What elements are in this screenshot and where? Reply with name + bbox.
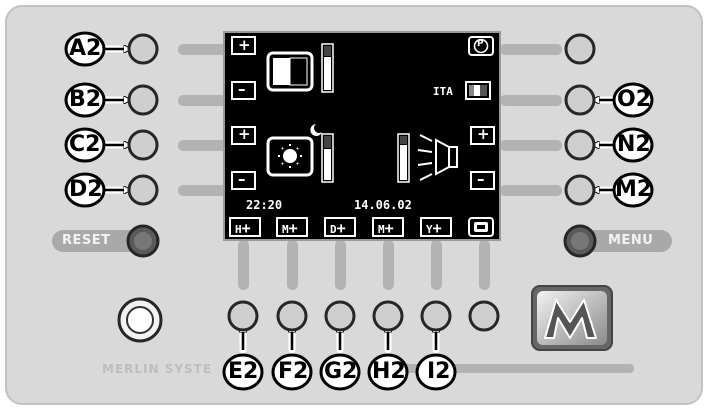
- callout-m2: M2: [615, 177, 653, 202]
- button-f2: [276, 300, 308, 332]
- contrast-minus-button[interactable]: [129, 86, 157, 114]
- year-button[interactable]: [422, 302, 450, 330]
- brand-label: MERLIN SYSTE: [102, 362, 213, 376]
- volume-plus-button[interactable]: [566, 131, 594, 159]
- volume-level-bar: [397, 133, 410, 183]
- menu-label: MENU: [608, 233, 654, 248]
- brightness-minus-button[interactable]: [129, 176, 157, 204]
- parking-button[interactable]: [566, 35, 594, 63]
- button-a2: [127, 33, 159, 65]
- reset-label: RESET: [62, 233, 111, 248]
- screen-minus-3[interactable]: –: [477, 170, 485, 188]
- callout-c2: C2: [69, 132, 101, 157]
- settings-icon: [474, 222, 488, 232]
- settings-button[interactable]: [470, 302, 498, 330]
- year-plus-button[interactable]: Y+: [426, 221, 442, 236]
- menu-button[interactable]: [565, 226, 595, 256]
- callout-o2: O2: [617, 87, 652, 112]
- parking-letter: P: [477, 39, 484, 49]
- reset-button[interactable]: [128, 226, 158, 256]
- contrast-icon: [266, 51, 314, 92]
- minute-letter: M: [282, 223, 289, 236]
- callout-b2: B2: [69, 87, 102, 112]
- screen-minus-1[interactable]: –: [238, 80, 246, 98]
- year-letter: Y: [426, 223, 433, 236]
- callout-n2: N2: [617, 132, 651, 157]
- callout-f2: F2: [278, 359, 309, 384]
- month-plus-sign: +: [384, 219, 394, 237]
- day-letter: D: [330, 223, 337, 236]
- screen-minus-2[interactable]: –: [238, 170, 246, 188]
- button-d2: [127, 174, 159, 206]
- power-button[interactable]: [119, 299, 161, 341]
- button-o2: [564, 84, 596, 116]
- day-button[interactable]: [326, 302, 354, 330]
- moon-icon: [310, 124, 322, 136]
- button-h2: [372, 300, 404, 332]
- day-plus-button[interactable]: D+: [330, 221, 346, 236]
- screen-plus-3[interactable]: +: [477, 125, 490, 143]
- hour-letter: H: [235, 223, 242, 236]
- callout-e2: E2: [228, 359, 259, 384]
- day-plus-sign: +: [336, 219, 346, 237]
- month-letter: M: [378, 223, 385, 236]
- parking-icon: [473, 38, 489, 54]
- button-b2: [127, 84, 159, 116]
- button-i2: [420, 300, 452, 332]
- button-n2: [564, 129, 596, 161]
- callout-i2: I2: [427, 359, 451, 384]
- screen-plus-1[interactable]: +: [238, 36, 251, 54]
- time-display: 22:20: [246, 198, 283, 212]
- brightness-level-bar: [321, 133, 334, 183]
- callout-a2: A2: [69, 36, 102, 61]
- hour-plus-sign: +: [241, 219, 251, 237]
- callout-h2: H2: [372, 359, 406, 384]
- button-e2: [227, 300, 259, 332]
- minute-plus-button[interactable]: M+: [282, 221, 298, 236]
- hour-button[interactable]: [229, 302, 257, 330]
- date-display: 14.06.02: [354, 198, 412, 212]
- minute-plus-sign: +: [288, 219, 298, 237]
- language-button[interactable]: [566, 86, 594, 114]
- sun-icon: [266, 136, 314, 177]
- brightness-plus-button[interactable]: [129, 131, 157, 159]
- contrast-level-bar: [321, 43, 334, 93]
- language-label: ITA: [433, 85, 453, 98]
- contrast-plus-button[interactable]: [129, 35, 157, 63]
- year-plus-sign: +: [432, 219, 442, 237]
- volume-minus-button[interactable]: [566, 176, 594, 204]
- button-bottom-right: [468, 300, 500, 332]
- callout-d2: D2: [69, 177, 103, 202]
- hour-plus-button[interactable]: H+: [235, 221, 251, 236]
- button-m2: [564, 174, 596, 206]
- month-button[interactable]: [374, 302, 402, 330]
- minute-button[interactable]: [278, 302, 306, 330]
- button-c2: [127, 129, 159, 161]
- speaker-icon: [417, 134, 458, 181]
- merlin-logo: [531, 285, 613, 351]
- button-g2: [324, 300, 356, 332]
- month-plus-button[interactable]: M+: [378, 221, 394, 236]
- flag-icon: [465, 81, 491, 100]
- screen-plus-2[interactable]: +: [238, 125, 251, 143]
- button-top-right: [564, 33, 596, 65]
- callout-g2: G2: [324, 359, 358, 384]
